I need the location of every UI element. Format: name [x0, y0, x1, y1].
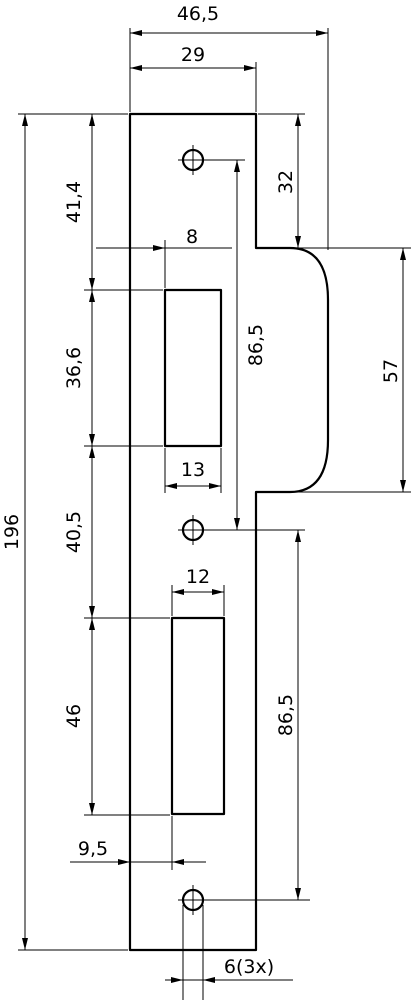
dim-plate-width — [130, 62, 257, 112]
label-slot1-height: 36,6 — [63, 347, 85, 389]
dim-overall-width — [129, 28, 329, 250]
dim-slot1-bottom-width — [164, 448, 222, 493]
dim-slot2-width — [171, 585, 225, 616]
label-slot2-height: 46 — [63, 704, 85, 728]
dim-hole-spacing-lower — [245, 529, 305, 900]
label-slot1-width: 8 — [186, 226, 198, 248]
label-slot1-bottom-width: 13 — [181, 459, 205, 481]
lower-slot — [170, 616, 226, 816]
dim-slot2-left-offset — [70, 816, 206, 870]
label-overall-width: 46,5 — [177, 3, 219, 25]
hole-center-marks — [178, 145, 310, 915]
label-slot2-width: 12 — [186, 566, 210, 588]
dim-lip-height — [294, 247, 411, 493]
dim-left-chain — [84, 114, 170, 816]
label-slot2-left-offset: 9,5 — [78, 838, 108, 860]
dim-hole-diameter — [165, 905, 293, 1000]
label-lip-height: 57 — [380, 359, 402, 383]
dim-hole-spacing-upper — [234, 160, 240, 530]
dim-hole-top-offset — [258, 113, 305, 248]
label-slot2-offset: 40,5 — [63, 511, 85, 553]
upper-slot — [163, 288, 223, 448]
label-plate-width: 29 — [181, 44, 205, 66]
label-hole-diameter: 6(3x) — [224, 956, 274, 978]
label-overall-length: 196 — [1, 514, 23, 550]
dim-overall-length — [18, 113, 128, 951]
strike-plate-outline — [128, 112, 330, 952]
label-hole-spacing-lower: 86,5 — [275, 694, 297, 736]
label-hole-top-offset: 32 — [275, 170, 297, 194]
label-hole-spacing-upper: 86,5 — [245, 324, 267, 366]
dim-slot1-width — [96, 240, 232, 288]
label-slot1-top-offset: 41,4 — [63, 181, 85, 223]
